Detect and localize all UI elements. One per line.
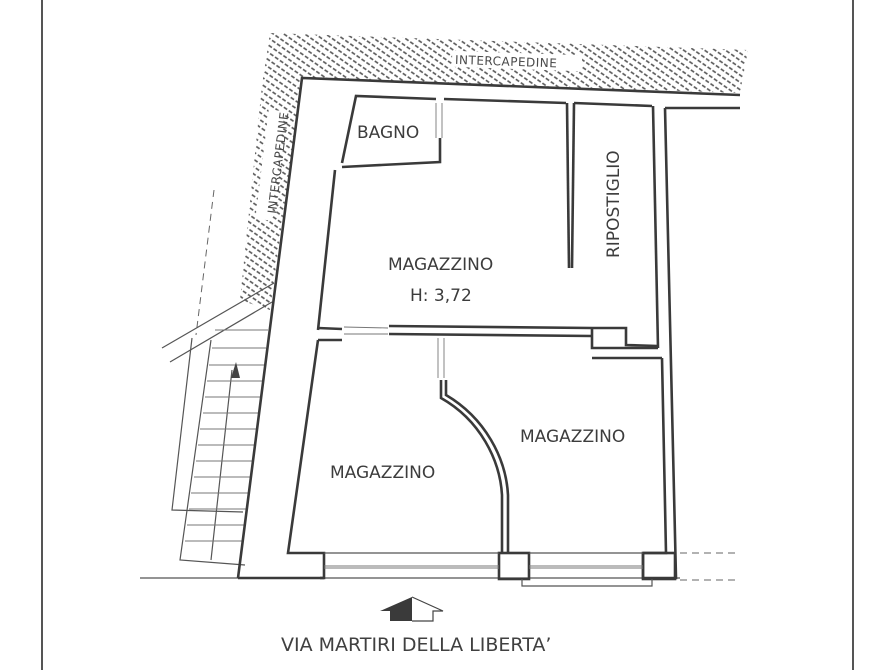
external-stair [161,189,275,566]
entrance-arrow-icon [380,596,444,622]
front-openings [324,551,677,587]
middle-wall [317,324,659,378]
room-height-label: H: 3,72 [410,286,472,306]
ripostiglio-walls [565,101,653,269]
room-label-ripostiglio: RIPOSTIGLIO [604,150,624,258]
room-label-bagno: BAGNO [357,123,419,143]
street-label: VIA MARTIRI DELLA LIBERTA’ [281,634,551,656]
room-label-magazzino-left: MAGAZZINO [330,463,435,483]
intercapedine-top-label: INTERCAPEDINE [455,53,558,71]
bagno-walls [340,94,567,169]
intercapedine-band [240,33,748,310]
curved-wall [439,380,510,553]
stair-up-arrow-icon [231,362,240,378]
room-label-magazzino-main: MAGAZZINO [388,255,493,275]
room-label-magazzino-right: MAGAZZINO [520,427,625,447]
